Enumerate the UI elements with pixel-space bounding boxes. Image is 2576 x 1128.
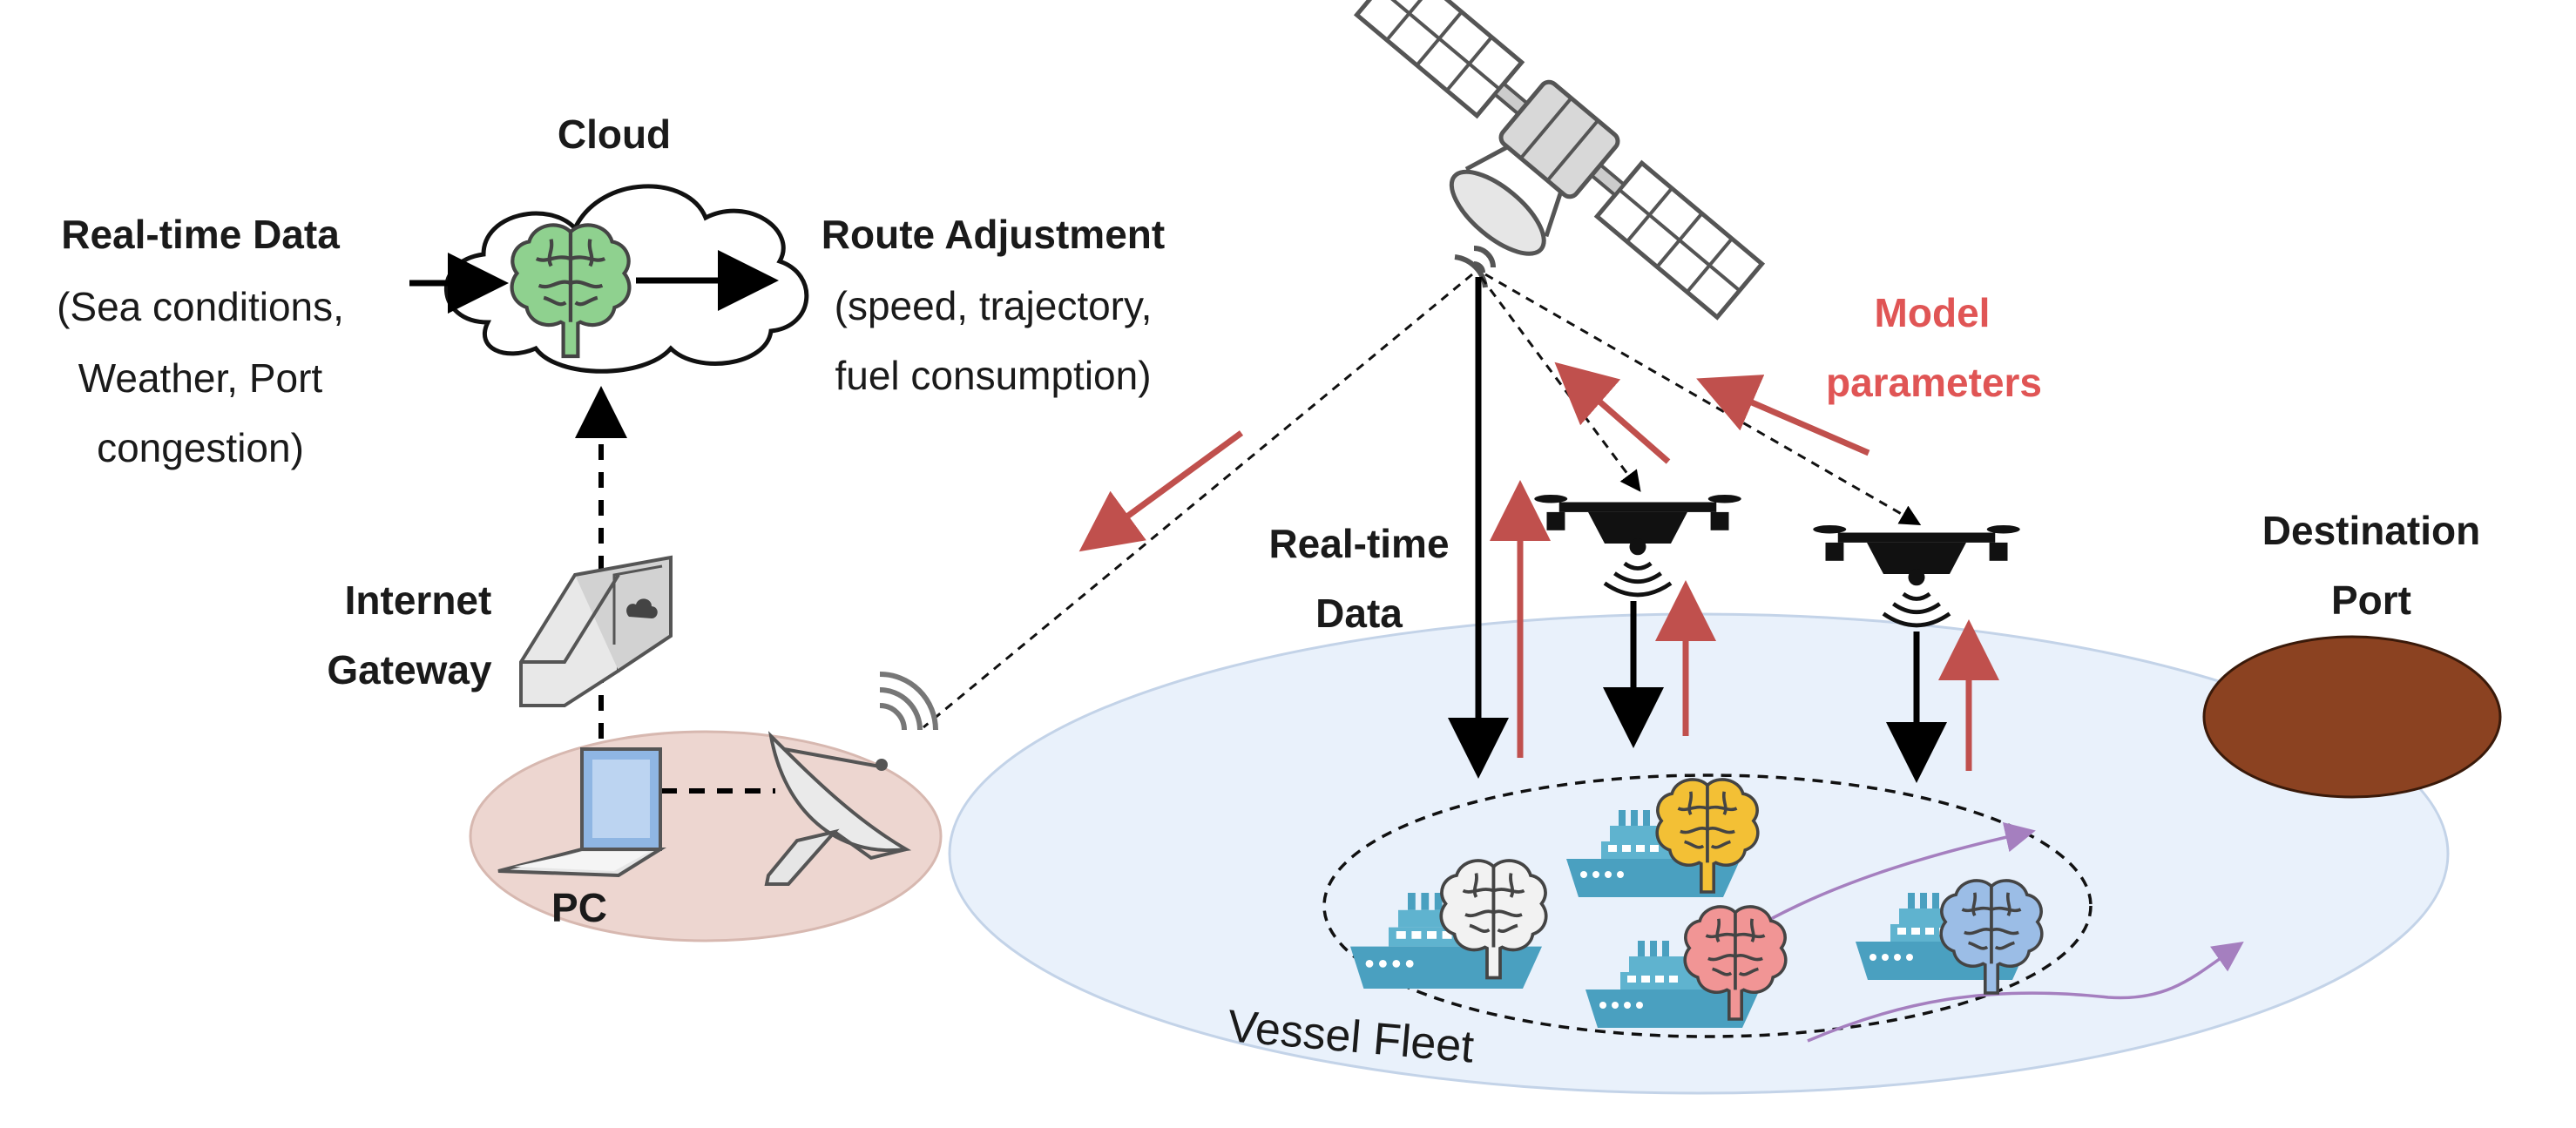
- model-param-arrow: [1554, 361, 1671, 464]
- input-line: Weather, Port: [78, 355, 323, 401]
- destination-label: Destination: [2262, 508, 2480, 553]
- drone-icon: [1813, 525, 2020, 625]
- fleet-boundary: [1322, 773, 2093, 1038]
- trajectory-path: [1807, 941, 2244, 1043]
- satellite-dish-icon: [764, 672, 938, 886]
- sat-link-drone1: [1479, 276, 1641, 492]
- satellite-icon: [1353, 0, 1766, 321]
- laptop-icon: [497, 747, 666, 878]
- gateway-label: Gateway: [327, 647, 492, 692]
- realtime-data-label: Real-time: [1268, 521, 1449, 566]
- model-params-label: Model: [1875, 290, 1991, 335]
- satellite-signal-icon: [1454, 246, 1496, 288]
- pc-label: PC: [551, 885, 607, 930]
- input-line: congestion): [97, 425, 304, 470]
- internet-gateway-icon: [519, 555, 673, 707]
- model-param-arrow: [1696, 375, 1870, 456]
- cloud-title: Cloud: [558, 111, 671, 157]
- sat-link-drone2: [1484, 273, 1922, 525]
- model-param-arrow: [1078, 430, 1244, 552]
- input-line: (Sea conditions,: [57, 284, 344, 329]
- output-line: (speed, trajectory,: [835, 283, 1153, 328]
- drone-icon: [1534, 495, 1741, 595]
- input-title: Real-time Data: [61, 212, 340, 257]
- model-params-label: parameters: [1826, 360, 2042, 405]
- destination-label: Port: [2331, 578, 2411, 623]
- destination-port: [2202, 635, 2502, 799]
- output-title: Route Adjustment: [821, 212, 1165, 257]
- gateway-label: Internet: [345, 578, 492, 623]
- realtime-data-label: Data: [1315, 591, 1403, 636]
- output-line: fuel consumption): [835, 353, 1151, 398]
